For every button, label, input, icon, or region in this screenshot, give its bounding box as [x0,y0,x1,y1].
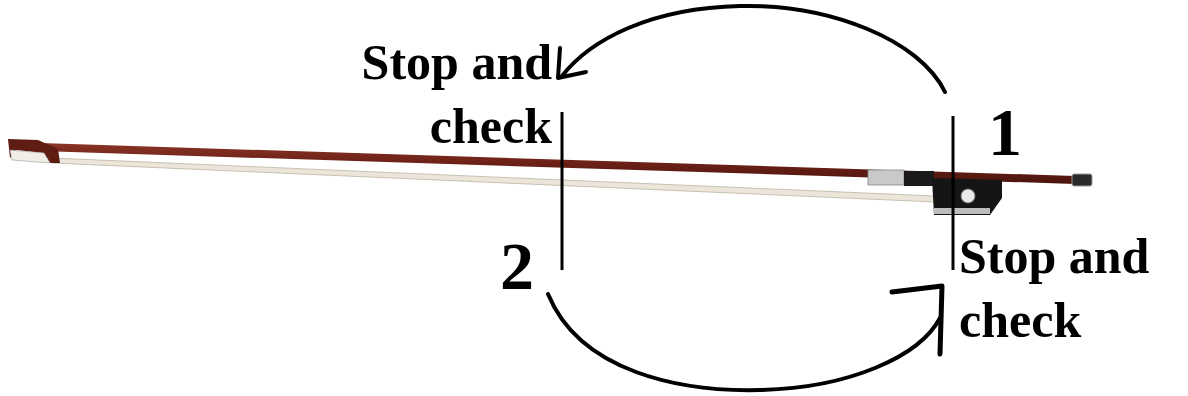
bow-tip [8,139,60,163]
curved-arrow [562,6,945,92]
callout-number: 2 [500,230,534,302]
tip-plate [10,150,50,163]
arrow-head [892,286,942,354]
frog-ferrule [934,208,990,214]
bow-grip [904,171,934,186]
bow-winding [868,170,904,185]
step-note: Stop and check [327,30,552,158]
curved-arrow [548,294,940,390]
arrow-head [558,48,586,78]
step-note: Stop and check [959,224,1184,352]
bow-button [1072,174,1092,186]
bow-frog [932,178,1002,215]
callout-number: 1 [988,96,1022,168]
marker-line [952,116,955,270]
frog-eye [961,189,975,203]
marker-line [561,112,564,270]
